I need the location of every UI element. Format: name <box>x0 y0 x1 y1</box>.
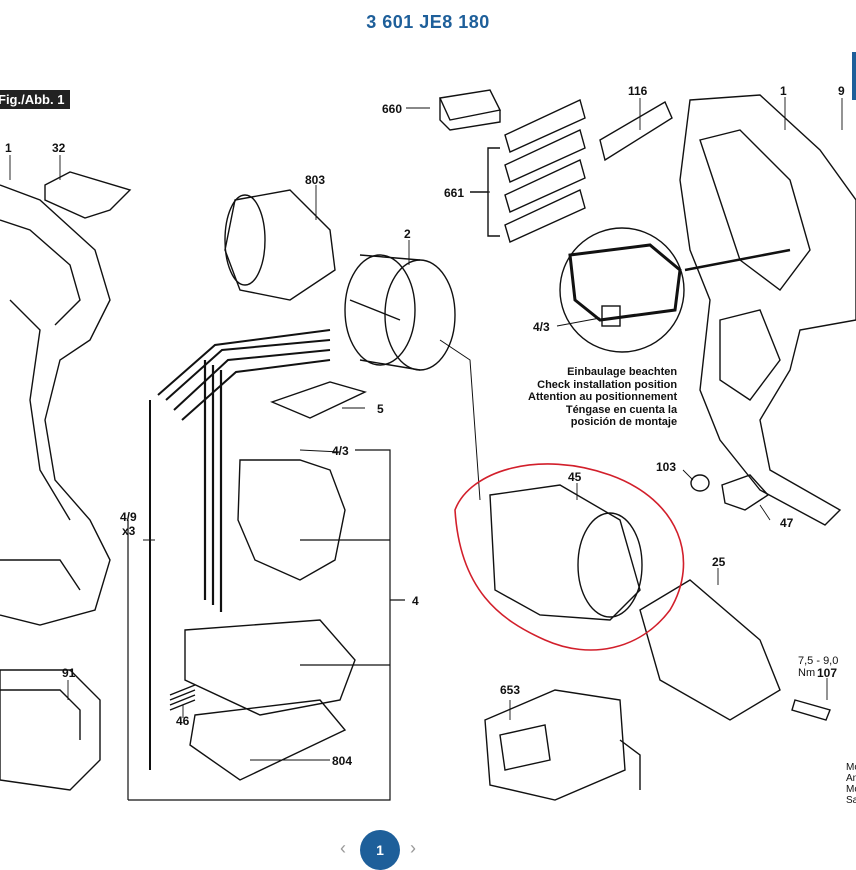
cut-line: Sa <box>846 795 856 806</box>
part-label-9: 9 <box>838 84 845 98</box>
part-label-660: 660 <box>382 102 403 116</box>
installation-note: Einbaulage beachten Check installation p… <box>528 366 677 429</box>
cut-line: Mo <box>846 762 856 773</box>
part-label-2: 2 <box>404 227 411 241</box>
next-page-button[interactable]: › <box>410 838 416 858</box>
part-label-803: 803 <box>305 173 326 187</box>
part-label-4-3-detail: 4/3 <box>533 320 550 334</box>
note-line: posición de montaje <box>570 416 678 428</box>
figure-tag: Fig./Abb. 1 <box>0 90 71 109</box>
side-tab[interactable] <box>852 52 856 100</box>
part-label-45: 45 <box>568 470 582 484</box>
part-label-653: 653 <box>500 683 521 697</box>
part-label-47: 47 <box>780 516 794 530</box>
note-line: Einbaulage beachten <box>567 366 678 378</box>
part-label-804: 804 <box>332 754 353 768</box>
part-label-5: 5 <box>377 402 384 416</box>
page-title: 3 601 JE8 180 <box>366 12 490 32</box>
part-label-32: 32 <box>52 141 66 155</box>
part-label-91: 91 <box>62 666 76 680</box>
cut-off-text: Mo An Mo Sa <box>846 762 856 806</box>
part-label-4: 4 <box>412 594 419 608</box>
part-label-1: 1 <box>780 84 787 98</box>
part-label-103: 103 <box>656 460 677 474</box>
part-label-116: 116 <box>628 84 648 98</box>
part-label-4-9: 4/9 <box>120 510 137 524</box>
part-label-46: 46 <box>176 714 190 728</box>
part-label-107: 107 <box>817 666 838 680</box>
prev-page-button[interactable]: ‹ <box>340 838 346 858</box>
note-line: Téngase en cuenta la <box>565 403 678 416</box>
note-line: Check installation position <box>537 378 678 391</box>
cut-line: An <box>846 773 856 784</box>
part-label-661: 661 <box>444 186 465 200</box>
note-line: Attention au positionnement <box>528 391 678 403</box>
part-label-25: 25 <box>712 555 726 569</box>
cut-line: Mo <box>846 784 856 795</box>
part-label-x3: x3 <box>122 524 136 538</box>
part-label-4-3-switch: 4/3 <box>332 444 349 458</box>
torque-spec: 7,5 - 9,0 Nm <box>798 655 839 679</box>
part-label-1b: 1 <box>5 141 12 155</box>
current-page-button[interactable]: 1 <box>360 830 400 870</box>
